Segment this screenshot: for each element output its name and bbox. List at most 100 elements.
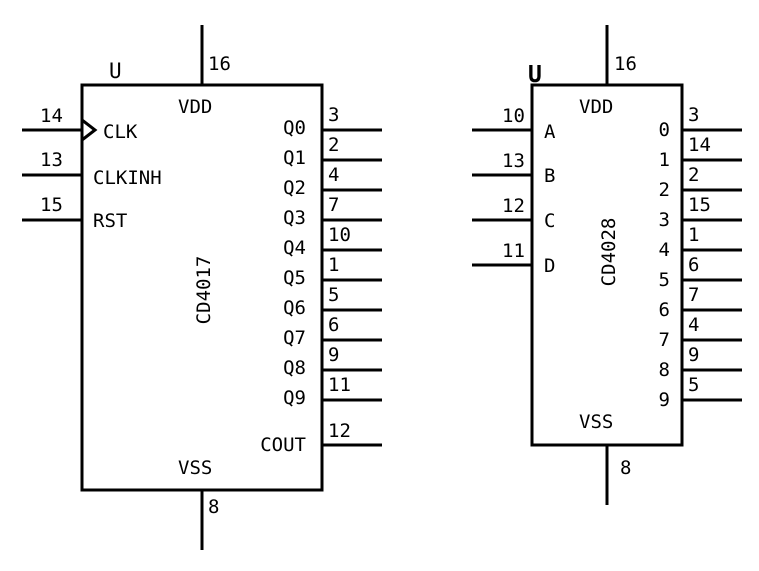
pin-number: 1 bbox=[688, 224, 699, 246]
q9-pin: 11 Q9 bbox=[283, 374, 382, 409]
vss-pin-number: 8 bbox=[208, 496, 219, 518]
pin-number: 7 bbox=[328, 194, 339, 216]
pin-label: 5 bbox=[659, 269, 670, 291]
q4-pin: 10 Q4 bbox=[283, 224, 382, 259]
pin-number: 10 bbox=[502, 105, 525, 127]
pin-label: B bbox=[544, 165, 555, 187]
pin-number: 3 bbox=[328, 104, 339, 126]
out-4-pin: 1 4 bbox=[659, 224, 742, 261]
cout-pin: 12 COUT bbox=[260, 420, 382, 456]
pin-number: 6 bbox=[328, 314, 339, 336]
vss-pin-label: VSS bbox=[178, 457, 212, 479]
out-0-pin: 3 0 bbox=[659, 104, 742, 141]
pin-label: C bbox=[544, 210, 555, 232]
pin-number: 6 bbox=[688, 254, 699, 276]
q5-pin: 1 Q5 bbox=[283, 254, 382, 289]
vdd-pin-label: VDD bbox=[178, 96, 212, 118]
q8-pin: 9 Q8 bbox=[283, 344, 382, 379]
a-pin: 10 A bbox=[472, 105, 556, 143]
pin-label: Q0 bbox=[283, 117, 306, 139]
pin-number: 5 bbox=[328, 284, 339, 306]
pin-number: 1 bbox=[328, 254, 339, 276]
pin-number: 9 bbox=[328, 344, 339, 366]
part-number: CD4028 bbox=[598, 218, 620, 287]
pin-label: CLK bbox=[103, 121, 138, 143]
d-pin: 11 D bbox=[472, 240, 555, 277]
q3-pin: 7 Q3 bbox=[283, 194, 382, 229]
pin-label: Q4 bbox=[283, 237, 306, 259]
pin-label: Q2 bbox=[283, 177, 306, 199]
pin-label: 3 bbox=[659, 209, 670, 231]
q2-pin: 4 Q2 bbox=[283, 164, 382, 199]
pin-label: D bbox=[544, 255, 555, 277]
pin-number: 14 bbox=[688, 134, 711, 156]
pin-number: 11 bbox=[328, 374, 351, 396]
pin-label: RST bbox=[93, 210, 127, 232]
clk-pin: 14 CLK bbox=[22, 105, 138, 143]
pin-number: 13 bbox=[40, 149, 63, 171]
q1-pin: 2 Q1 bbox=[283, 134, 382, 169]
q6-pin: 5 Q6 bbox=[283, 284, 382, 319]
pin-number: 10 bbox=[328, 224, 351, 246]
pin-label: 2 bbox=[659, 179, 670, 201]
vdd-pin-label: VDD bbox=[579, 96, 613, 118]
pin-label: COUT bbox=[260, 434, 306, 456]
pin-label: 4 bbox=[659, 239, 670, 261]
vss-pin-label: VSS bbox=[579, 411, 613, 433]
pin-label: 6 bbox=[659, 299, 670, 321]
pin-number: 3 bbox=[688, 104, 699, 126]
pin-number: 12 bbox=[328, 420, 351, 442]
pin-number: 2 bbox=[328, 134, 339, 156]
pin-label: Q9 bbox=[283, 387, 306, 409]
ref-designator: U bbox=[109, 59, 122, 83]
pin-number: 11 bbox=[502, 240, 525, 262]
pin-label: 1 bbox=[659, 149, 670, 171]
rst-pin: 15 RST bbox=[22, 194, 127, 232]
pin-number: 4 bbox=[688, 314, 699, 336]
pin-number: 12 bbox=[502, 195, 525, 217]
pin-label: Q1 bbox=[283, 147, 306, 169]
pin-number: 7 bbox=[688, 284, 699, 306]
vss-pin-number: 8 bbox=[620, 457, 631, 479]
out-3-pin: 15 3 bbox=[659, 194, 742, 231]
pin-number: 13 bbox=[502, 150, 525, 172]
out-1-pin: 14 1 bbox=[659, 134, 742, 171]
c-pin: 12 C bbox=[472, 195, 555, 232]
part-number: CD4017 bbox=[193, 256, 215, 325]
pin-label: 0 bbox=[659, 119, 670, 141]
vdd-pin-number: 16 bbox=[614, 53, 637, 75]
pin-number: 14 bbox=[40, 105, 63, 127]
out-5-pin: 6 5 bbox=[659, 254, 742, 291]
pin-number: 15 bbox=[688, 194, 711, 216]
pin-label: Q5 bbox=[283, 267, 306, 289]
pin-label: Q3 bbox=[283, 207, 306, 229]
pin-number: 4 bbox=[328, 164, 339, 186]
out-2-pin: 2 2 bbox=[659, 164, 742, 201]
pin-label: 8 bbox=[659, 359, 670, 381]
pin-label: 7 bbox=[659, 329, 670, 351]
pin-number: 2 bbox=[688, 164, 699, 186]
pin-label: 9 bbox=[659, 389, 670, 411]
out-8-pin: 9 8 bbox=[659, 344, 742, 381]
out-6-pin: 7 6 bbox=[659, 284, 742, 321]
ic-cd4028: U CD4028 16 VDD 8 VSS 10 A 13 B 12 C 11 … bbox=[472, 25, 742, 505]
pin-label: Q6 bbox=[283, 297, 306, 319]
ref-designator: U bbox=[528, 62, 542, 88]
q0-pin: 3 Q0 bbox=[283, 104, 382, 139]
pin-label: A bbox=[544, 121, 556, 143]
clkinh-pin: 13 CLKINH bbox=[22, 149, 162, 189]
pin-number: 15 bbox=[40, 194, 63, 216]
b-pin: 13 B bbox=[472, 150, 555, 187]
pin-label: Q8 bbox=[283, 357, 306, 379]
pin-number: 9 bbox=[688, 344, 699, 366]
vdd-pin-number: 16 bbox=[208, 53, 231, 75]
out-9-pin: 5 9 bbox=[659, 374, 742, 411]
out-7-pin: 4 7 bbox=[659, 314, 742, 351]
pin-number: 5 bbox=[688, 374, 699, 396]
ic-cd4017: U CD4017 16 VDD 8 VSS 14 CLK 13 CLKINH 1… bbox=[22, 25, 382, 550]
q7-pin: 6 Q7 bbox=[283, 314, 382, 349]
pin-label: Q7 bbox=[283, 327, 306, 349]
pin-label: CLKINH bbox=[93, 167, 162, 189]
clock-symbol-icon bbox=[81, 118, 98, 142]
